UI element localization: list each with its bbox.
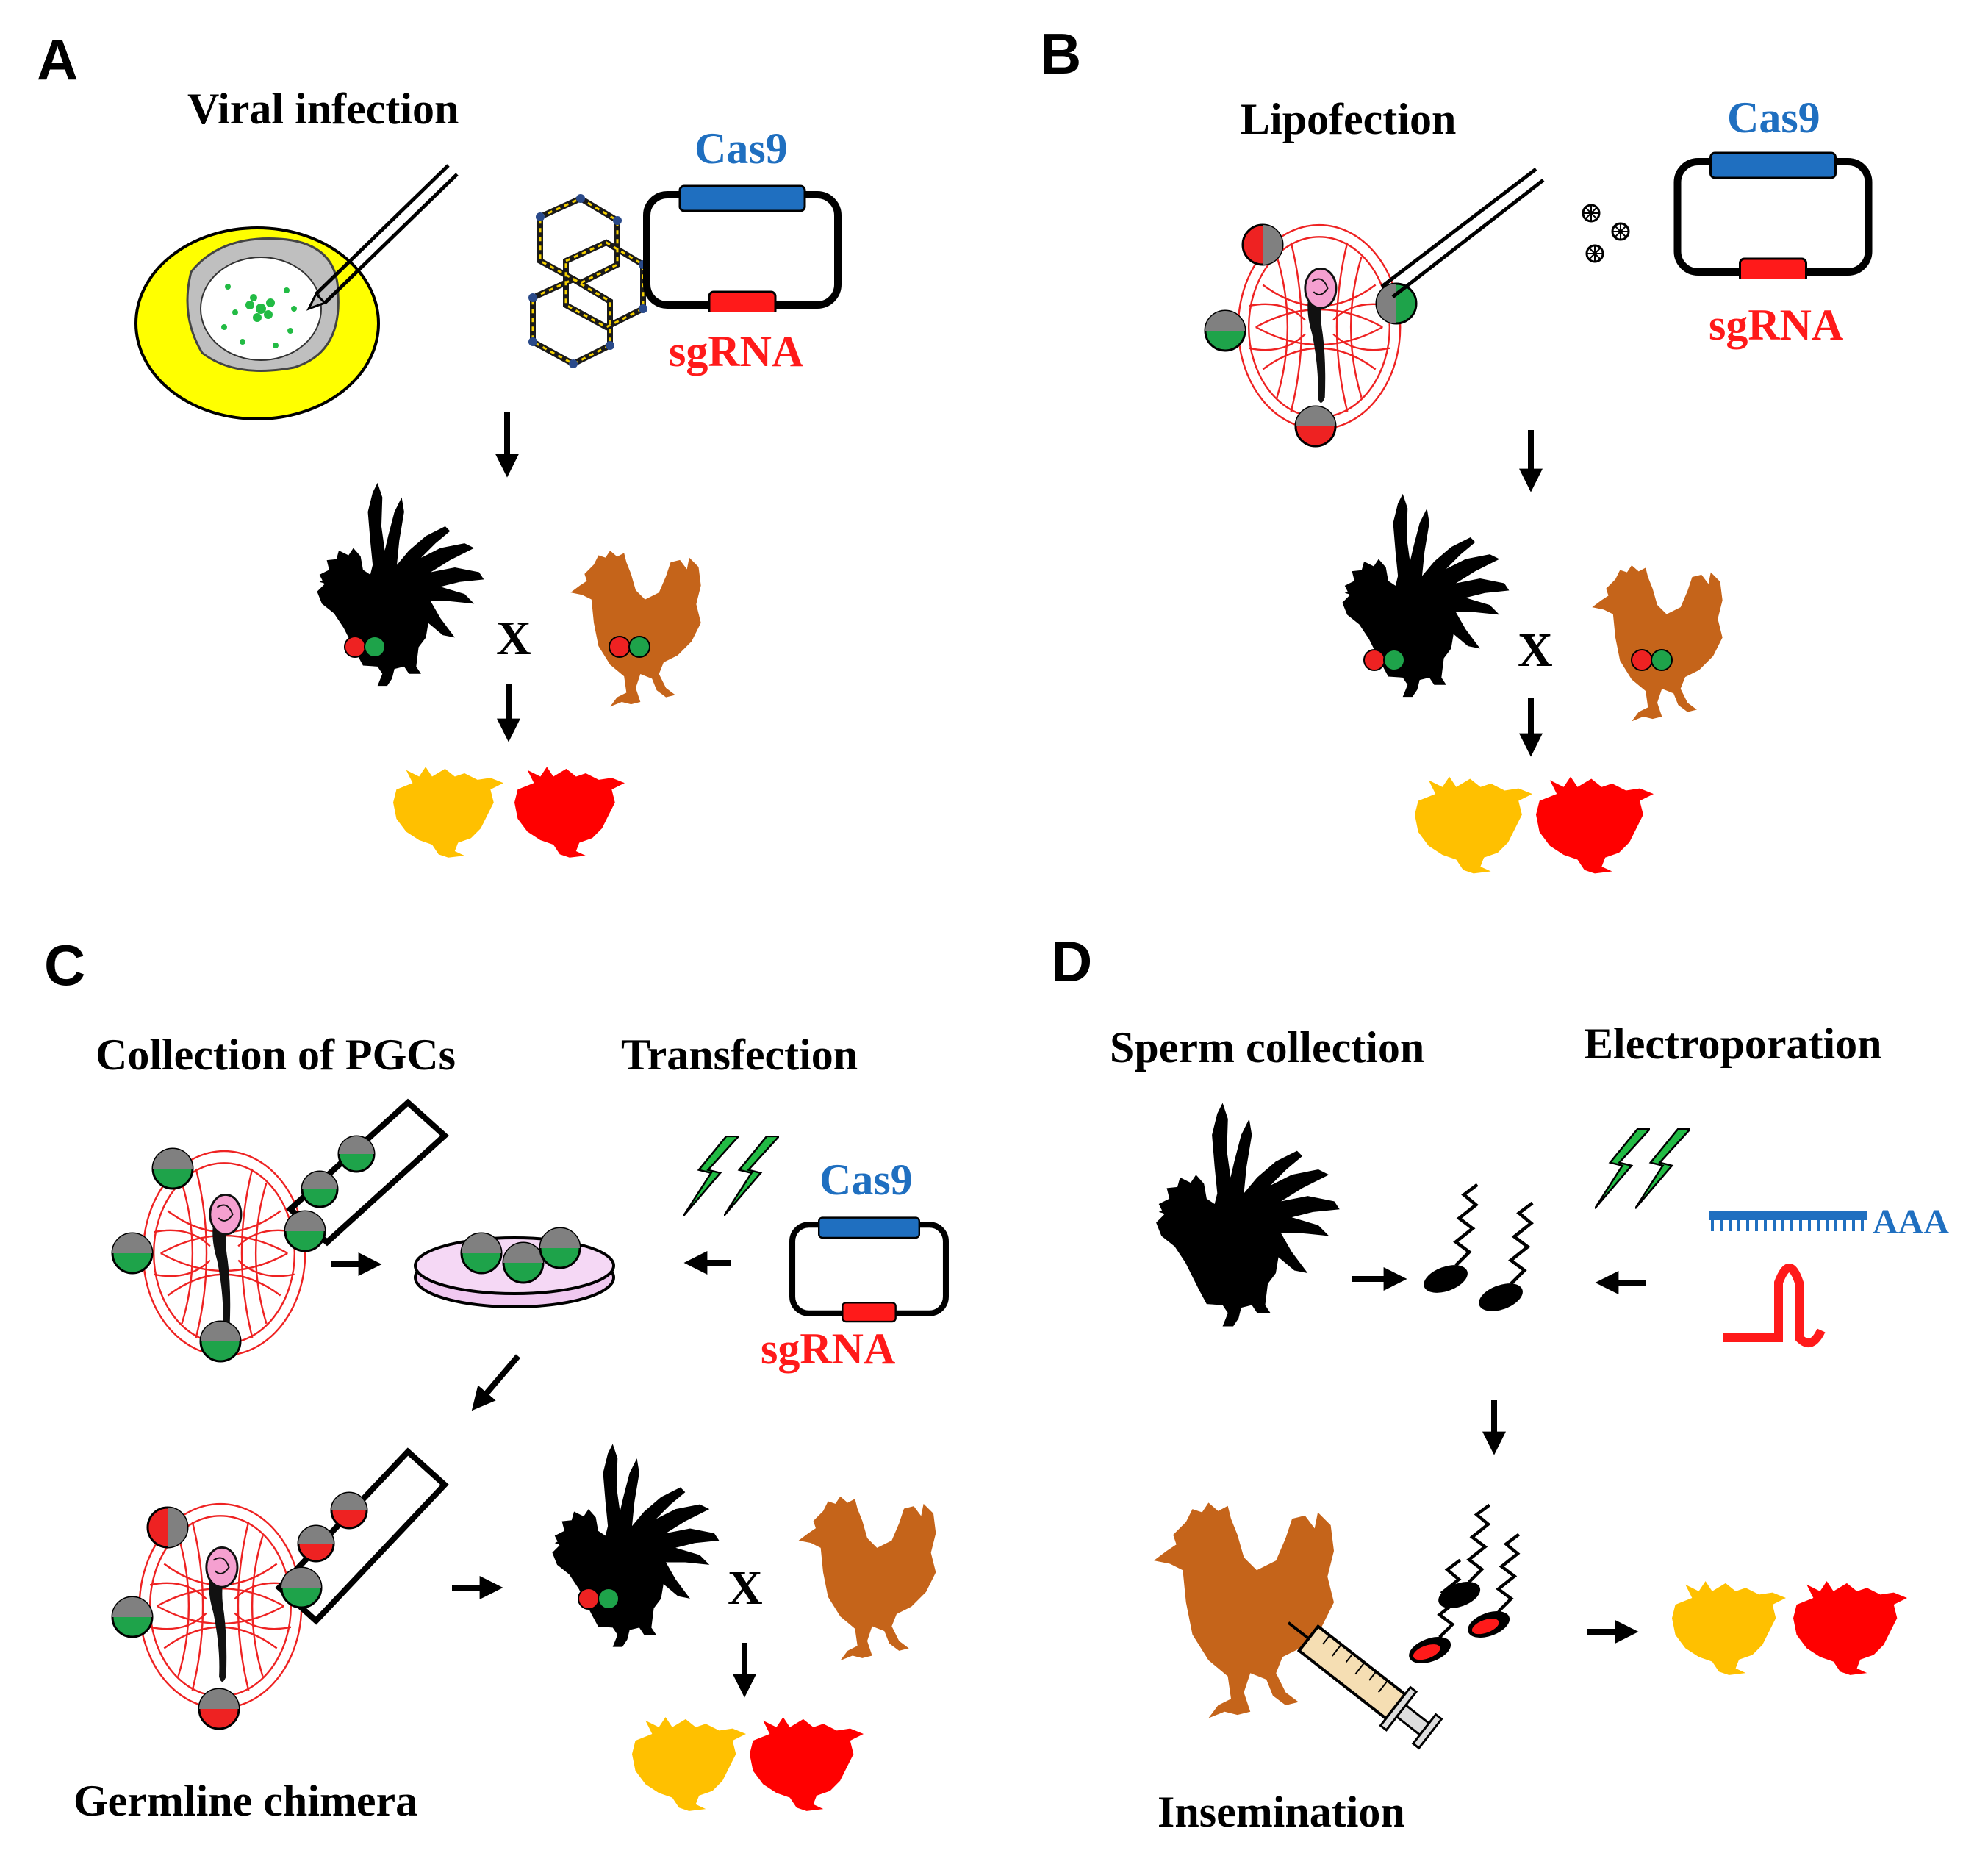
panel-a-cas9-label: Cas9 [695,124,788,173]
panel-b-plasmid-icon [1678,153,1869,282]
panel-c-rooster-cells [578,1588,620,1610]
panel-a-plasmid-icon [647,186,838,315]
panel-b-method-label: Lipofection [1241,95,1456,143]
panel-d-electro-label: Electroporation [1584,1019,1882,1068]
panel-c-hen-icon [798,1496,936,1661]
egg-injection-icon [134,164,459,420]
panel-c: C Collection of PGCs Transfection [44,933,946,1825]
panel-b-cross-label: X [1518,623,1553,677]
panel-b-hen-icon [1592,565,1723,722]
panel-c-cas9-label: Cas9 [819,1155,913,1204]
panel-c-pgc-cells-top [111,1135,376,1363]
panel-a-hen-icon [570,551,701,707]
sgrna-hairpin-icon [1723,1264,1826,1347]
panel-b-rooster-cells [1363,649,1405,671]
panel-c-chick-yellow-icon [632,1717,746,1811]
panel-c-chimera-label: Germline chimera [73,1777,417,1825]
panel-c-capillary-bottom [275,1447,449,1625]
panel-a-method-label: Viral infection [187,85,459,133]
panel-b-lipid-icon [1582,204,1630,263]
panel-b-sgrna-label: sgRNA [1709,301,1843,349]
panel-c-bolt-2-icon [724,1136,779,1216]
panel-b-cells [1204,223,1418,448]
panel-a-cross-label: X [496,612,531,665]
panel-d-letter: D [1051,929,1092,994]
panel-b-pipette-icon [1380,168,1545,298]
panel-d-bolt-2-icon [1635,1128,1690,1209]
panel-c-collection-label: Collection of PGCs [96,1031,456,1079]
panel-d-insemination-label: Insemination [1158,1788,1405,1836]
panel-c-chick-red-icon [750,1717,864,1811]
panel-a-sgrna-label: sgRNA [669,327,803,376]
panel-c-bolt-1-icon [683,1136,739,1216]
panel-d-sperm-group-bottom [1405,1505,1518,1669]
panel-a: A Viral infection [37,27,838,858]
panel-b-hen-cells [1631,649,1673,671]
panel-c-rooster-icon [552,1444,720,1647]
panel-d-chick-red-icon [1793,1581,1907,1675]
panel-c-arrow-diagonal [471,1354,521,1411]
panel-c-plasmid-icon [792,1218,946,1322]
panel-b-letter: B [1040,21,1081,86]
panel-c-sgrna-label: sgRNA [761,1325,895,1373]
panel-b: B Lipofection Cas9 sgRNA X [1040,21,1869,874]
panel-a-letter: A [37,27,78,92]
virus-icon [528,194,647,368]
panel-a-chick-red-icon [514,767,625,858]
panel-d-sperm-group-top [1420,1185,1532,1316]
panel-c-letter: C [44,933,85,997]
panel-d-polya-label: AAA [1873,1203,1949,1241]
panel-a-rooster-icon [317,482,484,687]
panel-a-rooster-cells [344,636,386,658]
mrna-icon [1709,1211,1867,1231]
syringe-icon [1287,1621,1443,1750]
panel-d-rooster-icon [1156,1103,1340,1327]
panel-a-chick-yellow-icon [393,767,503,858]
panel-c-transfection-label: Transfection [621,1031,858,1079]
panel-d-chick-yellow-icon [1672,1581,1786,1675]
panel-d: D Sperm collection Electroporation [1051,929,1949,1836]
panel-c-chimera-cells [111,1491,368,1730]
panel-d-hen-icon [1154,1502,1334,1718]
culture-dish-icon [414,1227,615,1308]
panel-b-chick-red-icon [1536,776,1654,874]
panel-c-cross-label: X [728,1561,763,1615]
panel-d-bolt-1-icon [1595,1128,1650,1209]
panel-a-hen-cells [609,636,650,658]
panel-d-sperm-label: Sperm collection [1110,1023,1424,1072]
panel-b-cas9-label: Cas9 [1727,93,1820,142]
panel-b-chick-yellow-icon [1415,776,1532,874]
